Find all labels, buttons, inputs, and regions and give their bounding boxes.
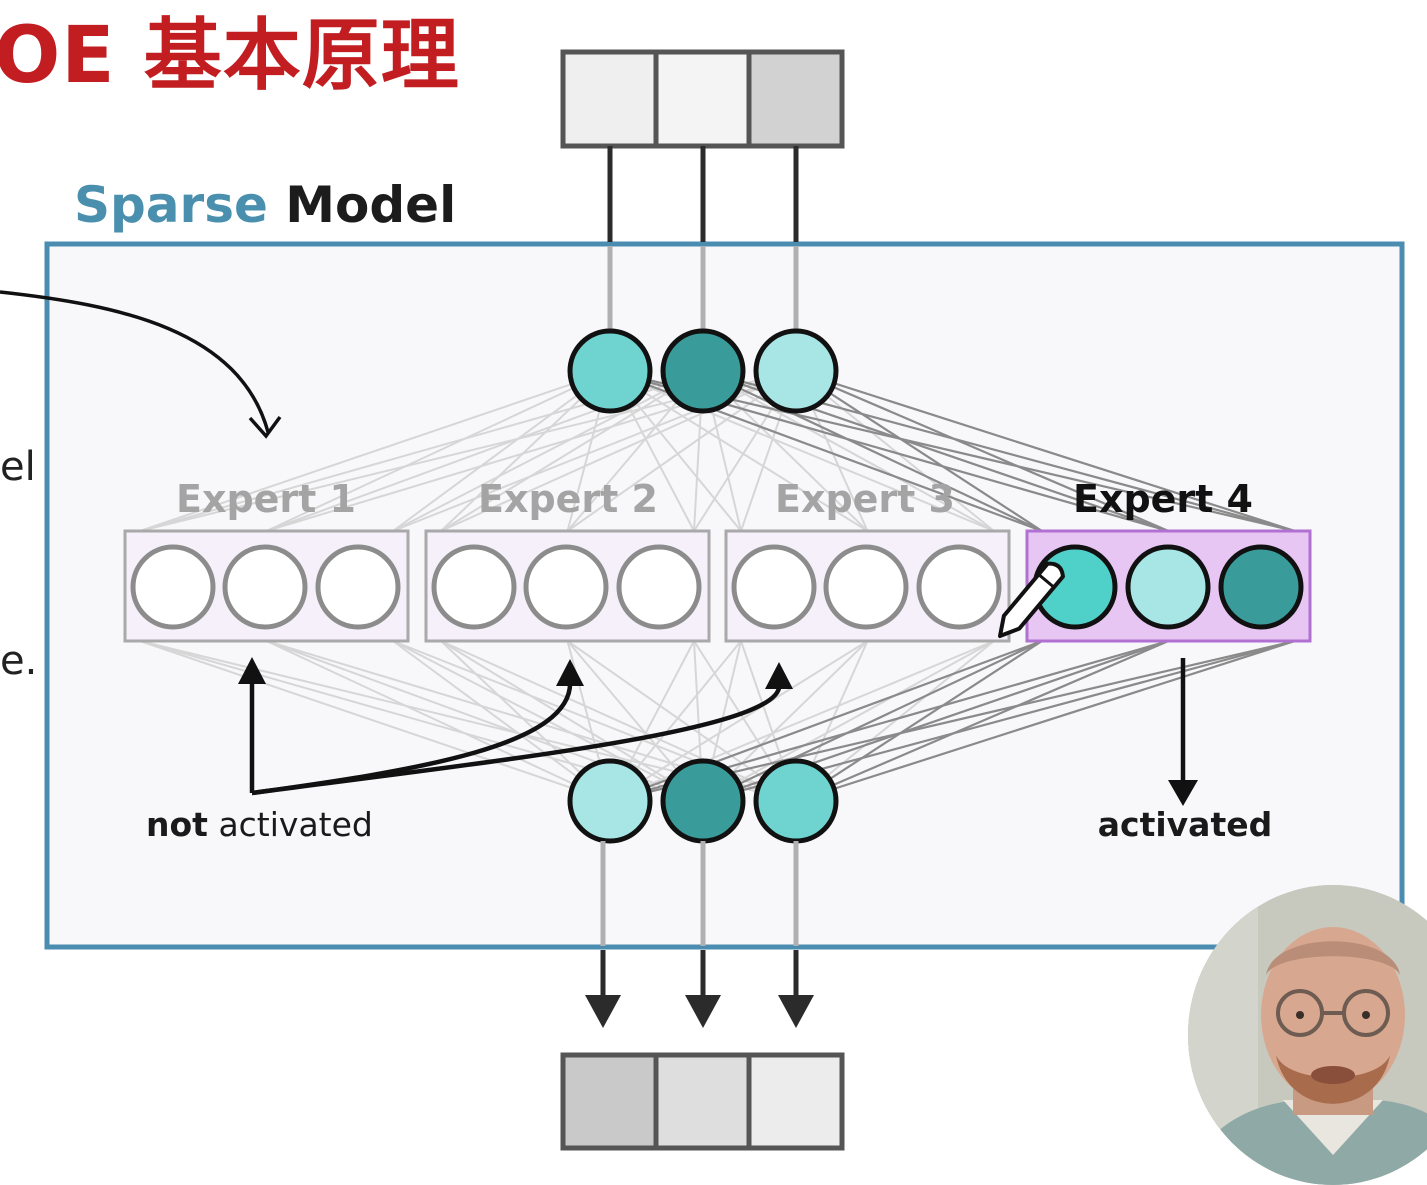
neuron xyxy=(222,544,308,630)
expert-4 xyxy=(1025,529,1312,643)
arrow-up-icon xyxy=(765,662,793,689)
expert-2-label: Expert 2 xyxy=(478,477,658,521)
active-neuron xyxy=(1218,544,1304,630)
output-vector xyxy=(560,1052,845,1151)
input-cell xyxy=(746,49,845,149)
output-cell xyxy=(653,1052,752,1151)
pen-cursor-icon xyxy=(998,561,1065,638)
neuron xyxy=(660,328,746,414)
neuron xyxy=(315,544,401,630)
heading-rest: Model xyxy=(267,176,457,234)
page-title: OE 基本原理 xyxy=(0,11,460,101)
input-cell xyxy=(560,49,659,149)
neuron xyxy=(916,544,1002,630)
input-vector xyxy=(560,49,845,149)
connection-line xyxy=(702,640,995,802)
connection-line xyxy=(392,640,611,802)
connection-line xyxy=(795,640,1043,802)
connection-line xyxy=(795,369,1169,533)
connection-line xyxy=(440,370,797,532)
cut-text-2: e. xyxy=(0,638,38,684)
output-cell xyxy=(560,1052,659,1151)
connection-line xyxy=(795,369,1296,533)
input-cell xyxy=(653,49,752,149)
expert-1-label: Expert 1 xyxy=(176,477,356,521)
connection-line xyxy=(139,640,611,802)
activated-label: activated xyxy=(1098,805,1272,844)
connection-line xyxy=(392,370,611,532)
connection-line xyxy=(440,640,797,802)
bottom-neurons xyxy=(567,758,839,844)
input-wires xyxy=(607,146,799,332)
expert-3 xyxy=(724,529,1011,643)
cut-text-1: el xyxy=(0,444,36,490)
arrow-down-icon xyxy=(778,995,814,1028)
neuron xyxy=(823,544,909,630)
expert-4-label: Expert 4 xyxy=(1073,477,1253,521)
expert-2 xyxy=(424,529,711,643)
connection-line xyxy=(440,370,704,532)
arrow-head-icon xyxy=(248,415,282,439)
output-cell xyxy=(746,1052,845,1151)
connection-line xyxy=(266,370,611,532)
not-word: not xyxy=(146,805,208,844)
neuron xyxy=(753,328,839,414)
connection-line xyxy=(795,370,1043,532)
connection-line xyxy=(702,370,995,532)
connection-line xyxy=(266,640,611,802)
active-neuron xyxy=(1125,544,1211,630)
not-activated-arrows xyxy=(238,657,793,796)
neuron xyxy=(616,544,702,630)
connection-line xyxy=(702,370,1043,532)
top-neurons xyxy=(567,328,839,414)
inactive-connections xyxy=(139,370,995,802)
arrow-down-icon xyxy=(1168,780,1198,806)
neuron xyxy=(567,758,653,844)
connection-line xyxy=(795,639,1296,803)
arrow-down-icon xyxy=(685,995,721,1028)
not-activated-label: not activated xyxy=(146,805,373,844)
neuron xyxy=(431,544,517,630)
neuron xyxy=(660,758,746,844)
sparse-model-heading: Sparse Model xyxy=(74,172,456,238)
neuron xyxy=(130,544,216,630)
activated-word: activated xyxy=(208,805,373,844)
connection-line xyxy=(795,639,1169,803)
output-wires xyxy=(585,841,814,1028)
neuron xyxy=(753,758,839,844)
expert-3-label: Expert 3 xyxy=(775,477,955,521)
neuron xyxy=(523,544,609,630)
heading-accent: Sparse xyxy=(74,176,268,234)
connection-line xyxy=(609,370,869,532)
arrow-up-icon xyxy=(556,659,584,686)
arrow-down-icon xyxy=(585,995,621,1028)
expert-1 xyxy=(123,529,410,643)
neuron xyxy=(567,328,653,414)
connection-line xyxy=(139,370,611,532)
pointer-arrow xyxy=(0,290,270,433)
connection-line xyxy=(702,640,1043,802)
activated-arrow xyxy=(1168,658,1198,806)
neuron xyxy=(731,544,817,630)
connection-line xyxy=(609,640,869,802)
connection-line xyxy=(440,640,704,802)
arrow-up-icon xyxy=(238,657,266,684)
